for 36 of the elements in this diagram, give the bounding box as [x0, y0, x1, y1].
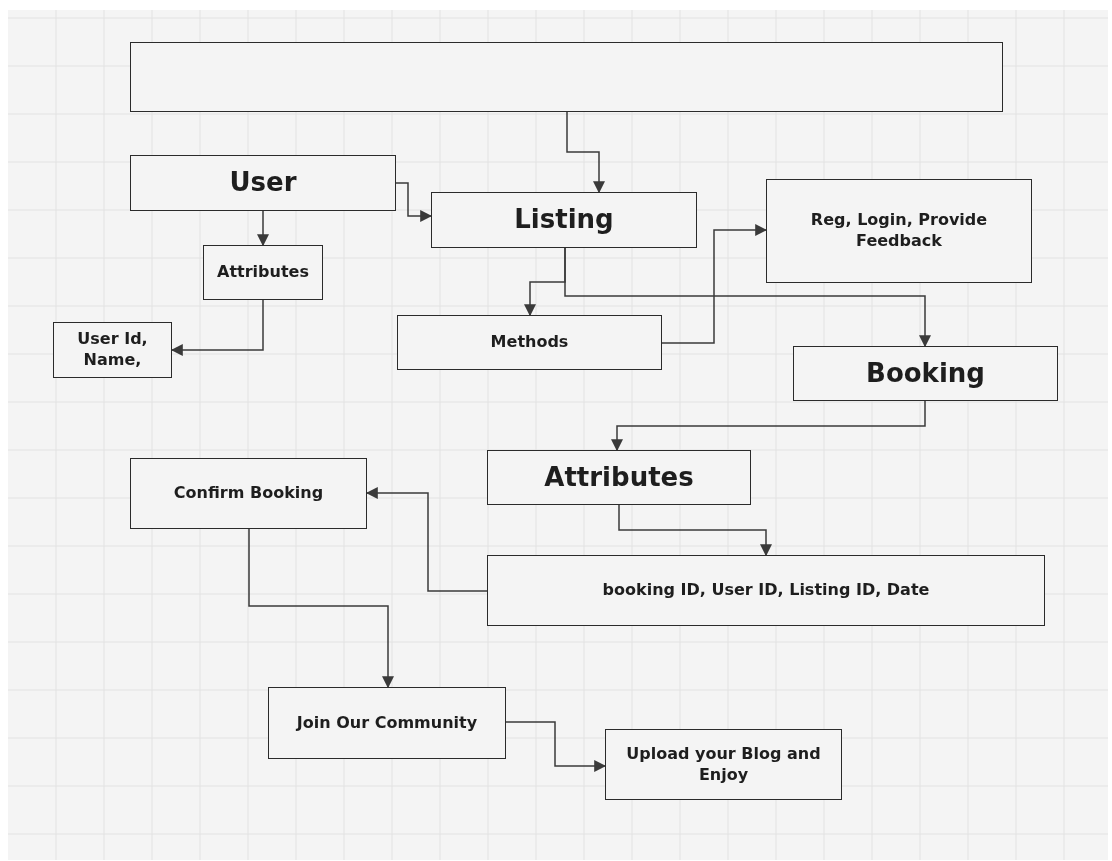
process-box [487, 450, 751, 505]
arrow [248, 528, 394, 689]
arrow [257, 210, 269, 247]
box-label: Methods [489, 332, 570, 353]
box-label: Reg, Login, Provide Feedback [809, 210, 989, 252]
box-label: Upload your Blog and Enjoy [625, 743, 822, 786]
arrow [661, 224, 768, 344]
title-box [130, 42, 1003, 112]
process-box [766, 179, 1032, 283]
box-label: Join Our Community [294, 712, 479, 734]
arrow [170, 299, 264, 356]
box-label: booking ID, User ID, Listing ID, Date [601, 580, 931, 601]
arrow [365, 487, 488, 592]
process-box [203, 245, 323, 300]
arrow [505, 721, 607, 772]
arrow [564, 247, 931, 348]
arrow [618, 504, 772, 557]
process-box [605, 729, 842, 800]
process-box [487, 555, 1045, 626]
box-label: Listing [513, 203, 615, 237]
box-label: User Id, Name, [76, 329, 149, 371]
box-label: Attributes [216, 262, 310, 283]
arrow [566, 111, 605, 194]
box-label: Attributes [543, 460, 695, 494]
box-label: User [228, 166, 298, 200]
process-box [53, 322, 172, 378]
arrow [611, 400, 926, 452]
box-label: Confirm Booking [172, 483, 325, 504]
process-box [130, 155, 396, 211]
process-box [793, 346, 1058, 401]
process-box [431, 192, 697, 248]
box-label: Booking [865, 356, 986, 390]
process-box [397, 315, 662, 370]
process-box [130, 458, 367, 529]
arrow [395, 182, 433, 222]
process-box [268, 687, 506, 759]
